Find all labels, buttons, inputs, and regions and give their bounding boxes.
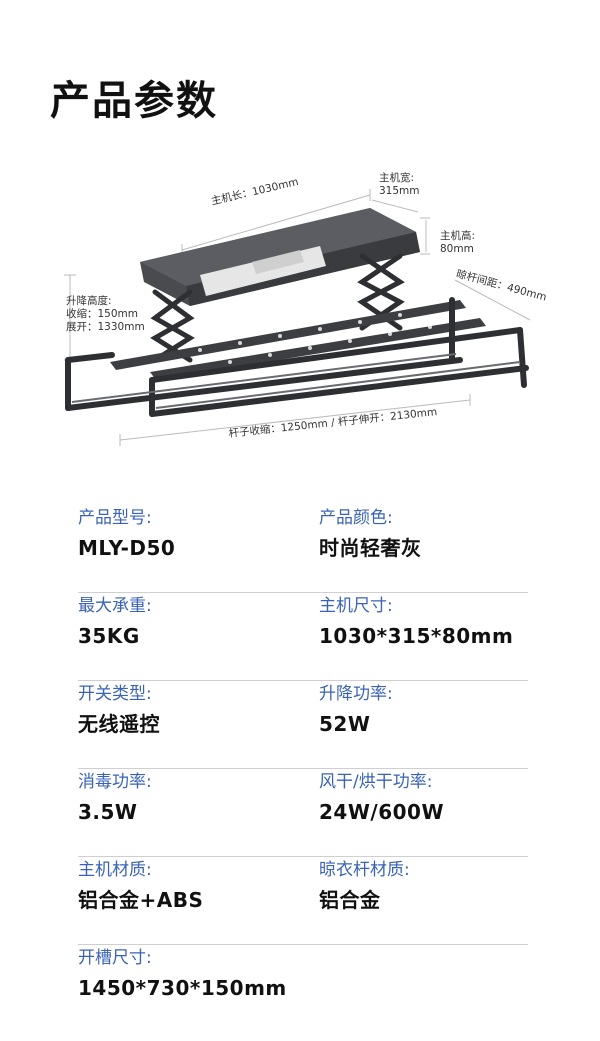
spec-value: 24W/600W (319, 800, 445, 824)
width-value: 315mm (379, 185, 420, 197)
spec-lift-power: 升降功率: 52W (319, 681, 393, 737)
spec-label: 产品颜色: (319, 508, 393, 528)
height-label: 主机高: (440, 230, 476, 242)
spec-value: 铝合金+ABS (78, 888, 204, 912)
spec-table: 产品型号: MLY-D50 产品颜色: 时尚轻奢灰 最大承重: 35KG 主机尺… (78, 505, 528, 1033)
spec-value: 铝合金 (319, 888, 381, 912)
spec-label: 开槽尺寸: (78, 948, 152, 968)
spec-label: 开关类型: (78, 684, 152, 704)
spec-sterilize-power: 消毒功率: 3.5W (78, 769, 152, 825)
lift-extend: 展开：1330mm (66, 321, 145, 333)
spec-value: 35KG (78, 624, 140, 648)
spec-value: MLY-D50 (78, 536, 176, 560)
spec-value: 52W (319, 712, 371, 736)
page-title: 产品参数 (50, 78, 218, 124)
host-body (140, 208, 420, 306)
spec-label: 最大承重: (78, 596, 152, 616)
spec-host-size: 主机尺寸: 1030*315*80mm (319, 593, 513, 649)
spec-label: 升降功率: (319, 684, 393, 704)
spec-row: 开槽尺寸: 1450*730*150mm (78, 945, 528, 1033)
product-illustration (64, 189, 531, 446)
spec-slot-size: 开槽尺寸: 1450*730*150mm (78, 945, 287, 1001)
height-value: 80mm (440, 243, 474, 255)
lift-title: 升降高度: (66, 295, 112, 307)
width-label: 主机宽: (379, 172, 415, 184)
spec-label: 消毒功率: (78, 772, 152, 792)
height-dimension: 主机高: 80mm (440, 230, 475, 256)
spec-value: 无线遥控 (78, 712, 160, 736)
spec-value: 时尚轻奢灰 (319, 536, 422, 560)
spec-label: 主机尺寸: (319, 596, 393, 616)
spec-label: 产品型号: (78, 508, 152, 528)
spec-switch-type: 开关类型: 无线遥控 (78, 681, 160, 737)
spec-row: 最大承重: 35KG 主机尺寸: 1030*315*80mm (78, 593, 528, 681)
spec-value: 1030*315*80mm (319, 624, 514, 648)
spec-max-load: 最大承重: 35KG (78, 593, 152, 649)
spec-pole-material: 晾衣杆材质: 铝合金 (319, 857, 410, 913)
spec-row: 主机材质: 铝合金+ABS 晾衣杆材质: 铝合金 (78, 857, 528, 945)
spec-dry-power: 风干/烘干功率: 24W/600W (319, 769, 444, 825)
lift-retract: 收缩：150mm (66, 308, 138, 320)
spec-label: 风干/烘干功率: (319, 772, 433, 792)
spec-label: 主机材质: (78, 860, 152, 880)
spec-model: 产品型号: MLY-D50 (78, 505, 175, 561)
spec-value: 3.5W (78, 800, 138, 824)
spec-label: 晾衣杆材质: (319, 860, 410, 880)
spec-row: 产品型号: MLY-D50 产品颜色: 时尚轻奢灰 (78, 505, 528, 593)
spec-row: 消毒功率: 3.5W 风干/烘干功率: 24W/600W (78, 769, 528, 857)
width-dimension: 主机宽: 315mm (379, 172, 420, 198)
lift-height-dimension: 升降高度: 收缩：150mm 展开：1330mm (66, 295, 145, 334)
spec-host-material: 主机材质: 铝合金+ABS (78, 857, 203, 913)
spec-color: 产品颜色: 时尚轻奢灰 (319, 505, 422, 561)
spec-row: 开关类型: 无线遥控 升降功率: 52W (78, 681, 528, 769)
spec-value: 1450*730*150mm (78, 976, 287, 1000)
